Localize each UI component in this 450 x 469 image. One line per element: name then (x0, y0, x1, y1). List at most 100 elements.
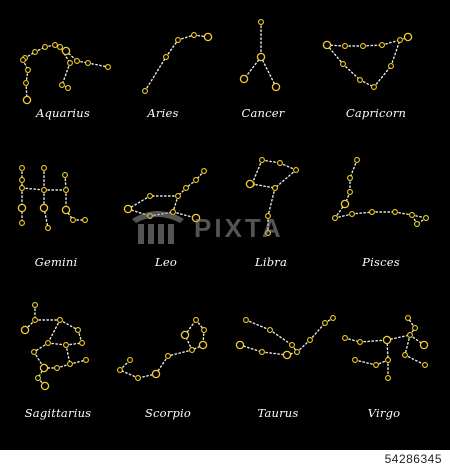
star-icon (265, 213, 271, 219)
star-icon (412, 325, 418, 331)
star-icon (347, 175, 353, 181)
constellation-line (61, 62, 71, 86)
star-icon (147, 193, 153, 199)
constellation-line (354, 359, 377, 366)
star-icon (342, 335, 348, 341)
star-icon (45, 225, 51, 231)
star-icon (267, 327, 273, 333)
label-aries: Aries (147, 106, 179, 120)
star-icon (271, 82, 281, 92)
constellation-line (243, 56, 262, 80)
constellation-sagittarius (20, 302, 89, 391)
star-icon (32, 317, 38, 323)
star-icon (151, 369, 161, 379)
constellation-line (167, 349, 193, 357)
star-icon (256, 52, 266, 62)
label-scorpio: Scorpio (144, 406, 192, 420)
star-icon (32, 49, 38, 55)
star-icon (175, 37, 181, 43)
star-icon (201, 168, 207, 174)
star-icon (31, 349, 37, 355)
constellation-line (279, 162, 297, 171)
constellation-scorpio (117, 317, 208, 381)
star-icon (175, 193, 181, 199)
star-icon (63, 342, 69, 348)
star-icon (123, 204, 133, 214)
star-icon (357, 77, 363, 83)
constellation-line (245, 319, 271, 331)
star-icon (201, 327, 207, 333)
star-icon (407, 332, 413, 338)
star-icon (20, 325, 30, 335)
star-icon (349, 211, 355, 217)
constellation-line (269, 329, 293, 346)
star-icon (61, 205, 71, 215)
constellation-cancer (239, 19, 281, 92)
constellation-line (334, 203, 346, 219)
label-virgo: Virgo (367, 406, 401, 420)
star-icon (82, 217, 88, 223)
star-icon (382, 335, 392, 345)
constellation-line (274, 169, 297, 189)
star-icon (235, 340, 245, 350)
star-icon (322, 40, 332, 50)
star-icon (39, 363, 49, 373)
star-icon (293, 167, 299, 173)
constellation-virgo (342, 315, 429, 381)
star-icon (360, 43, 366, 49)
star-icon (289, 342, 295, 348)
constellation-line (296, 339, 311, 353)
star-icon (392, 209, 398, 215)
star-icon (57, 44, 63, 50)
star-icon (385, 375, 391, 381)
star-icon (419, 340, 429, 350)
constellation-aries (142, 32, 213, 94)
star-icon (265, 230, 271, 236)
star-icon (272, 185, 278, 191)
star-icon (117, 367, 123, 373)
image-id: 54286345 (384, 452, 442, 466)
star-icon (63, 187, 69, 193)
constellation-capricorn (322, 32, 413, 90)
star-icon (163, 54, 169, 60)
star-icon (371, 84, 377, 90)
star-icon (45, 340, 51, 346)
label-pisces: Pisces (362, 255, 400, 269)
footer-bar: 54286345 (0, 450, 450, 469)
star-icon (414, 221, 420, 227)
star-icon (41, 165, 47, 171)
constellation-line (351, 211, 373, 215)
constellation-aquarius (20, 42, 111, 105)
star-icon (198, 340, 208, 350)
constellation-line (165, 39, 179, 58)
label-cancer: Cancer (241, 106, 285, 120)
star-icon (369, 209, 375, 215)
star-icon (354, 157, 360, 163)
star-icon (65, 85, 71, 91)
star-icon (191, 213, 201, 223)
label-sagittarius: Sagittarius (24, 406, 92, 420)
star-icon (19, 220, 25, 226)
constellation-line (260, 56, 277, 88)
star-icon (259, 157, 265, 163)
star-icon (322, 320, 328, 326)
star-icon (189, 347, 195, 353)
constellation-line (342, 63, 361, 81)
constellation-line (59, 319, 79, 331)
star-icon (180, 330, 190, 340)
star-icon (352, 357, 358, 363)
constellation-line (362, 44, 383, 47)
constellation-libra (245, 157, 299, 236)
constellation-canvas (17, 19, 429, 391)
star-icon (20, 57, 26, 63)
star-icon (183, 185, 189, 191)
constellation-line (394, 211, 413, 216)
star-icon (330, 315, 336, 321)
constellation-line (381, 39, 401, 46)
constellation-line (390, 39, 401, 67)
constellation-line (409, 334, 425, 346)
constellation-gemini (17, 165, 88, 231)
star-icon (332, 215, 338, 221)
star-icon (70, 217, 76, 223)
star-icon (340, 199, 350, 209)
